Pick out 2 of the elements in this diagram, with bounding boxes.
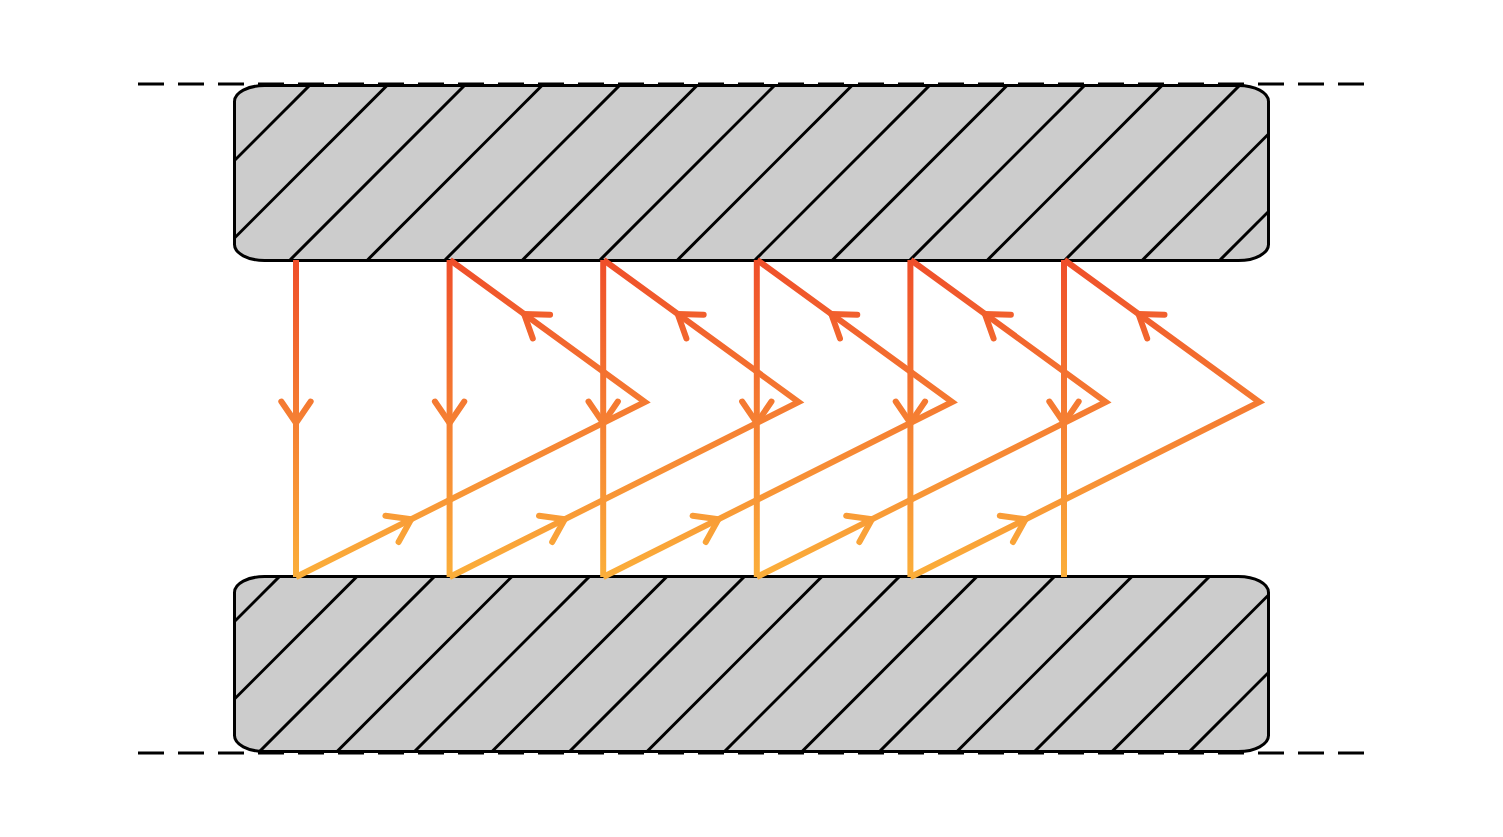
hatched-plate <box>233 84 1270 262</box>
hatched-plate <box>233 575 1270 753</box>
